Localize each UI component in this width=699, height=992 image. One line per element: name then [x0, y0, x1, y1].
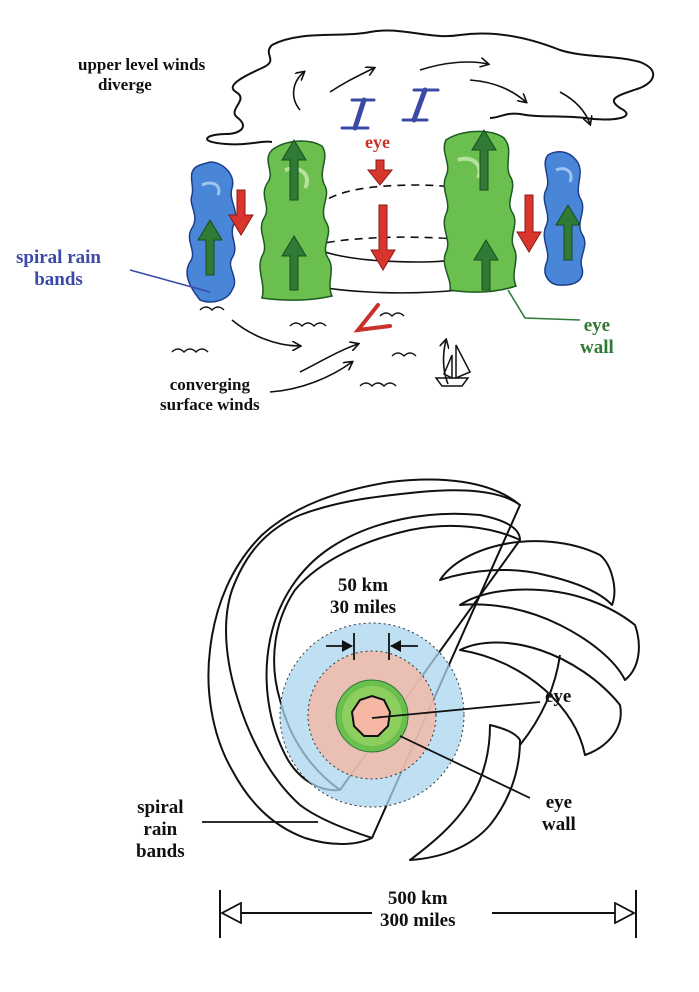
eyewall-line1: eye [583, 315, 611, 336]
eye-center [350, 694, 392, 737]
spiral-bottom-line3: bands [136, 840, 185, 862]
eyewall-label-bottom: eye wall [542, 792, 576, 836]
updraft-arrows [197, 129, 581, 291]
upper-wind-barbs [340, 87, 440, 131]
cloud-canopy-outline [206, 29, 655, 146]
eyewall-left [259, 140, 334, 301]
spiral-line2: bands [34, 268, 83, 290]
eyewall-right [443, 130, 518, 293]
sailboat-icon [434, 344, 472, 387]
spiral-bottom-line2: rain [143, 818, 178, 840]
eye-label-bottom: eye [545, 686, 572, 707]
eye-size-marker [326, 633, 418, 660]
spiral-cloud-bands [207, 478, 640, 861]
width-miles: 300 miles [380, 909, 456, 931]
eye-size-miles: 30 miles [330, 596, 396, 618]
eye-leader [371, 701, 541, 719]
eye-size-km: 50 km [337, 575, 389, 596]
converging-winds-label: converging surface winds [160, 375, 260, 414]
width-marker [219, 890, 637, 938]
upper-winds-label: upper level winds diverge [78, 55, 205, 94]
downdraft-arrows [228, 159, 542, 271]
eyewall-line2: wall [580, 336, 614, 358]
spiral-bands-label-bottom: spiral rain bands [136, 797, 185, 863]
surface-wind-arrows [231, 319, 448, 393]
ocean-waves [171, 306, 417, 388]
surface-wind-barb [353, 303, 392, 333]
width-km: 500 km [387, 888, 448, 909]
width-label: 500 km 300 miles [380, 888, 455, 932]
eyewall-leader-top [507, 289, 581, 321]
eyewall-leader [399, 735, 531, 799]
upper-winds-line1: upper level winds [78, 55, 206, 74]
eyewall-bottom-line1: eye [545, 792, 573, 813]
converging-line1: converging [169, 375, 250, 394]
spiral-bands-leader-top [129, 269, 211, 293]
eye-label-top: eye [365, 132, 390, 152]
spiral-bands-label-top: spiral rain bands [16, 247, 101, 291]
upper-wind-arrows [292, 62, 590, 124]
eye-size-label: 50 km 30 miles [330, 575, 396, 619]
eyewall-bottom-line2: wall [542, 813, 576, 835]
upper-winds-line2: diverge [98, 74, 152, 94]
spiral-bottom-line1: spiral [137, 797, 184, 818]
converging-line2: surface winds [160, 394, 260, 414]
eyewall-label-top: eye wall [580, 315, 614, 359]
spiral-line1: spiral rain [16, 247, 101, 268]
